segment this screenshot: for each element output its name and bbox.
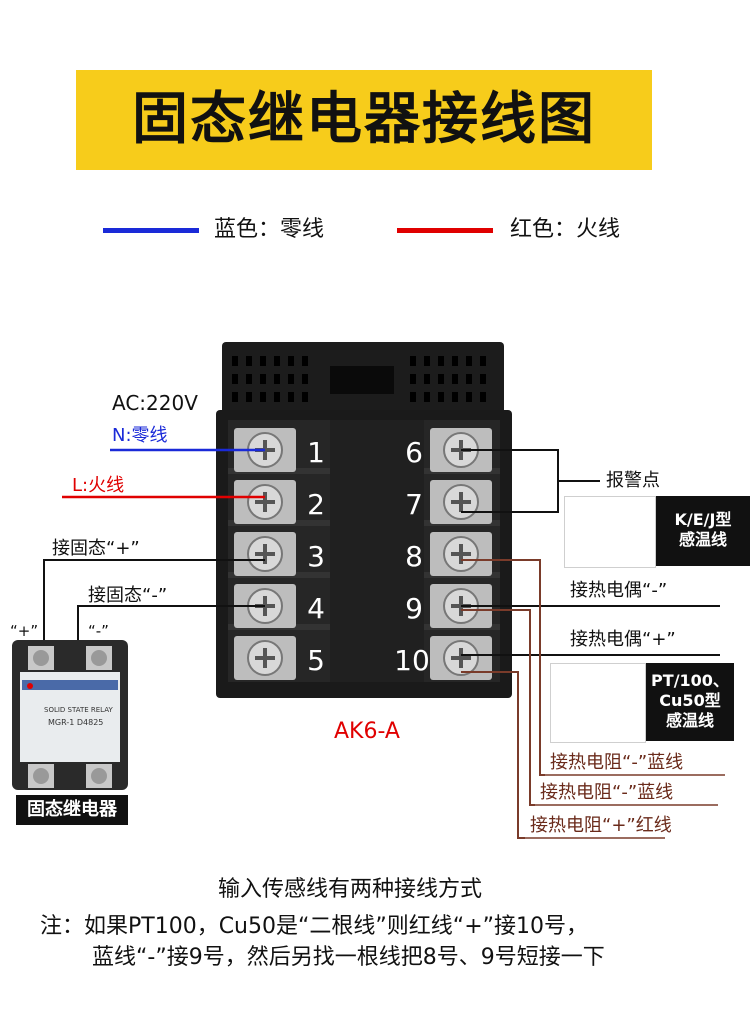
terminal-5-label: 5 xyxy=(307,644,325,677)
ac-voltage-label: AC:220V xyxy=(112,391,198,415)
ssr-minus-short-label: “-” xyxy=(88,622,109,640)
legend-red-label: 红色：火线 xyxy=(510,217,621,242)
pt100-sensor-label: PT/100、 Cu50型 感温线 xyxy=(646,663,734,741)
rtd-wire-8 xyxy=(461,559,545,776)
rtd-minus-blue-label-2: 接热电阻“-”蓝线 xyxy=(540,782,674,803)
note-line-1: 输入传感线有两种接线方式 xyxy=(218,877,483,902)
page-title: 固态继电器接线图 xyxy=(132,87,596,152)
legend-red-line xyxy=(397,228,493,233)
right-terminal-screws xyxy=(430,428,492,680)
terminal-10-label: 10 xyxy=(394,644,430,677)
ssr-plus-label: 接固态“+” xyxy=(52,538,140,559)
live-label: L:火线 xyxy=(72,475,125,496)
terminal-6-label: 6 xyxy=(405,436,423,469)
terminal-1-label: 1 xyxy=(307,436,325,469)
note-line-3: 蓝线“-”接9号，然后另找一根线把8号、9号短接一下 xyxy=(92,945,605,970)
ssr-minus-label: 接固态“-” xyxy=(88,585,168,606)
ssr-plus-wire xyxy=(43,559,265,640)
pt100-sensor-photo xyxy=(550,663,646,743)
ssr-brand: SOLID STATE RELAY xyxy=(44,706,113,714)
model-label: AK6-A xyxy=(334,719,400,744)
tc-plus-label: 接热电偶“+” xyxy=(570,629,676,650)
note-line-2: 注：如果PT100，Cu50是“二根线”则红线“+”接10号， xyxy=(40,914,589,939)
terminal-7-label: 7 xyxy=(405,488,423,521)
rtd-minus-blue-label-1: 接热电阻“-”蓝线 xyxy=(550,752,684,773)
legend-blue-line xyxy=(103,228,199,233)
terminal-8-label: 8 xyxy=(405,540,423,573)
title-banner xyxy=(76,70,652,170)
terminal-9-label: 9 xyxy=(405,592,423,625)
kej-sensor-photo xyxy=(564,496,656,568)
ssr-plus-short-label: “+” xyxy=(10,622,39,640)
alarm-label: 报警点 xyxy=(606,470,660,491)
alarm-wire xyxy=(461,449,600,513)
terminal-3-label: 3 xyxy=(307,540,325,573)
left-terminal-screws xyxy=(234,428,296,680)
rtd-wire-10 xyxy=(461,671,525,839)
kej-sensor-label: K/E/J型 感温线 xyxy=(656,496,750,566)
vent-grid xyxy=(232,356,486,402)
rtd-plus-red-label: 接热电阻“+”红线 xyxy=(530,815,672,836)
rtd-wire-9 xyxy=(461,609,535,806)
terminal-4-label: 4 xyxy=(307,592,325,625)
terminal-2-label: 2 xyxy=(307,488,325,521)
neutral-label: N:零线 xyxy=(112,425,168,446)
ssr-stripe xyxy=(22,680,118,690)
tc-minus-label: 接热电偶“-” xyxy=(570,580,668,601)
legend-blue-label: 蓝色：零线 xyxy=(214,217,325,242)
ssr-caption: 固态继电器 xyxy=(16,795,128,825)
ssr-minus-wire xyxy=(77,605,265,640)
terminal-separators xyxy=(228,420,500,682)
ssr-model: MGR-1 D4825 xyxy=(48,718,104,727)
